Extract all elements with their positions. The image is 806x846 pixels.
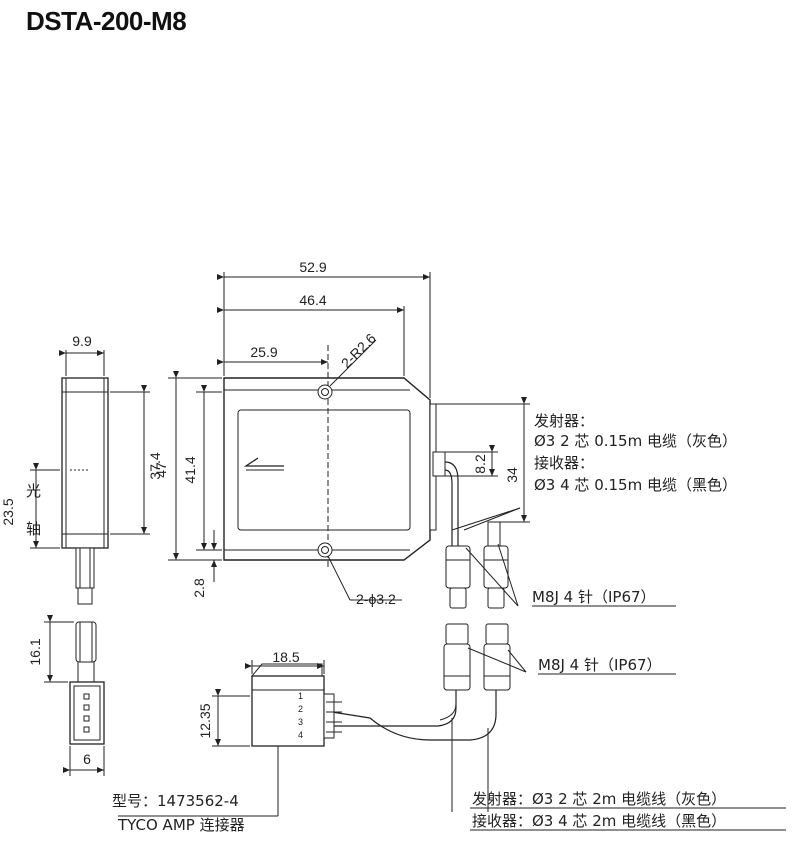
optical-axis-char-2: 轴 [26,520,41,538]
page-title: DSTA-200-M8 [26,6,187,36]
emitter-short-cable: Ø3 2 芯 0.15m 电缆（灰色） [534,432,737,450]
dim-r2-6: 2-R2.6 [338,330,379,371]
dim-23-5: 23.5 [0,498,16,525]
dim-25-9: 25.9 [250,344,277,360]
dim-8-2: 8.2 [472,454,488,474]
optical-axis-char-1: 光 [26,482,41,500]
connector-side-view [44,615,105,776]
emitter-long-label: 发射器：Ø3 2 芯 2m 电缆线（灰色） [472,790,726,808]
receiver-short-cable: Ø3 4 芯 0.15m 电缆（黑色） [534,476,737,494]
dim-46-4: 46.4 [299,292,326,308]
pin-2: 2 [298,704,303,714]
pin-3: 3 [298,717,303,727]
short-cables [443,461,527,691]
receiver-short-label: 接收器： [534,454,594,472]
receiver-long-label: 接收器：Ø3 4 芯 2m 电缆线（黑色） [472,812,726,830]
tyco-label: TYCO AMP 连接器 [117,816,245,834]
m8j-label-1: M8J 4 针（IP67） [532,588,656,606]
dim-47: 47 [153,462,169,478]
dim-16-1: 16.1 [27,638,43,665]
front-view [168,272,530,601]
dim-41-4: 41.4 [182,456,198,483]
long-cable [331,690,497,812]
dim-2-8: 2.8 [191,578,207,598]
dim-12-35: 12.35 [197,703,213,738]
emitter-short-label: 发射器： [534,412,594,430]
tyco-connector [118,660,342,817]
m8j-label-2: M8J 4 针（IP67） [538,656,662,674]
side-view [30,350,150,605]
dim-hole: 2-ϕ3.2 [356,591,396,607]
pin-1: 1 [298,691,303,701]
dim-34: 34 [504,467,520,483]
pin-4: 4 [298,730,303,740]
model-label: 型号：1473562-4 [112,792,239,810]
dim-18-5: 18.5 [272,649,299,665]
dim-6: 6 [83,751,91,767]
dim-9-9: 9.9 [72,333,92,349]
dim-37-4: 37.4 [147,452,163,479]
dim-52-9: 52.9 [299,259,326,275]
